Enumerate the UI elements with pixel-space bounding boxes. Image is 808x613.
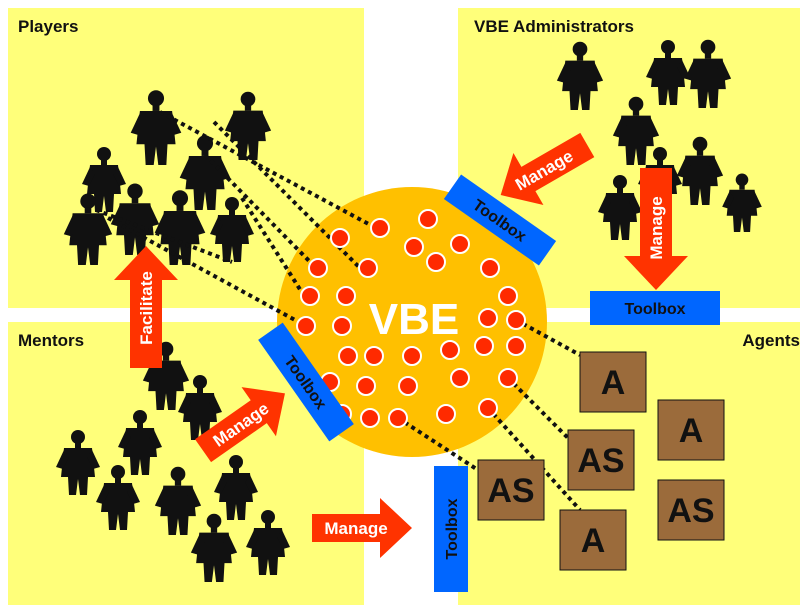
manage-bottom-arrow: Manage (312, 498, 412, 558)
facilitate-arrow: Facilitate (114, 246, 178, 368)
player-connections (95, 110, 377, 328)
vbe-node (498, 368, 518, 388)
vbe-node (506, 310, 526, 330)
manage-admin-down-arrow: Manage (624, 168, 688, 290)
toolbox-admin-diagonal-box (443, 174, 557, 266)
agent-box: AS (477, 459, 545, 521)
vbe-node (370, 218, 390, 238)
agent-box: AS (567, 429, 635, 491)
vbe-node (356, 376, 376, 396)
vbe-node (474, 336, 494, 356)
agent-box: A (579, 351, 647, 413)
vbe-node (364, 346, 384, 366)
agent-box: A (657, 399, 725, 461)
mentors-title: Mentors (18, 331, 84, 350)
vbe-node (300, 286, 320, 306)
agent-box-label: AS (487, 472, 534, 510)
connection-line (212, 120, 362, 270)
vbe-nodes (296, 209, 526, 428)
agents-group: A A AS AS AS A (477, 351, 725, 571)
vbe-label: VBE (369, 295, 459, 344)
vbe-node (404, 237, 424, 257)
connection-line (203, 153, 320, 272)
agent-box-label: A (601, 364, 626, 402)
connection-line (486, 406, 582, 512)
vbe-node (478, 398, 498, 418)
vbe-node (440, 340, 460, 360)
agent-box-label: A (679, 412, 704, 450)
vbe-node (336, 286, 356, 306)
toolbox-bottom-vertical-label: Toolbox (444, 498, 461, 559)
agent-box-label: AS (577, 442, 624, 480)
vbe-node (450, 368, 470, 388)
agent-box-label: A (581, 522, 606, 560)
vbe-node (308, 258, 328, 278)
connection-line (506, 376, 572, 442)
vbe-node (506, 336, 526, 356)
vbe-node (436, 404, 456, 424)
agents-title: Agents (742, 331, 800, 350)
vbe-node (480, 258, 500, 278)
vbe-node (478, 308, 498, 328)
toolbox-admin-horizontal (590, 291, 720, 325)
connection-line (95, 208, 233, 264)
vbe-node (388, 408, 408, 428)
toolbox-mentors-diagonal: Toolbox (258, 322, 354, 442)
vbe-node (418, 209, 438, 229)
facilitate-label: Facilitate (137, 271, 156, 345)
vbe-node (338, 346, 358, 366)
toolbox-admin-horizontal-label: Toolbox (624, 301, 685, 318)
vbe-node (360, 408, 380, 428)
manage-bottom-label: Manage (324, 519, 387, 538)
vbe-node (402, 346, 422, 366)
vbe-node (450, 234, 470, 254)
vbe-node (358, 258, 378, 278)
agent-box: AS (657, 479, 725, 541)
vbe-node (330, 228, 350, 248)
connection-line (107, 216, 307, 328)
vbe-node (296, 316, 316, 336)
agent-box: A (559, 509, 627, 571)
manage-admin-down-label: Manage (647, 196, 666, 259)
administrators-title: VBE Administrators (474, 17, 634, 36)
agent-box-label: AS (667, 492, 714, 530)
vbe-node (498, 286, 518, 306)
vbe-node (332, 316, 352, 336)
toolbox-bottom-vertical (434, 466, 468, 592)
players-title: Players (18, 17, 79, 36)
toolbox-mentors-diagonal-box (258, 322, 354, 442)
agent-connections (396, 318, 582, 512)
vbe-node (426, 252, 446, 272)
vbe-node (398, 376, 418, 396)
connection-line (159, 110, 377, 230)
